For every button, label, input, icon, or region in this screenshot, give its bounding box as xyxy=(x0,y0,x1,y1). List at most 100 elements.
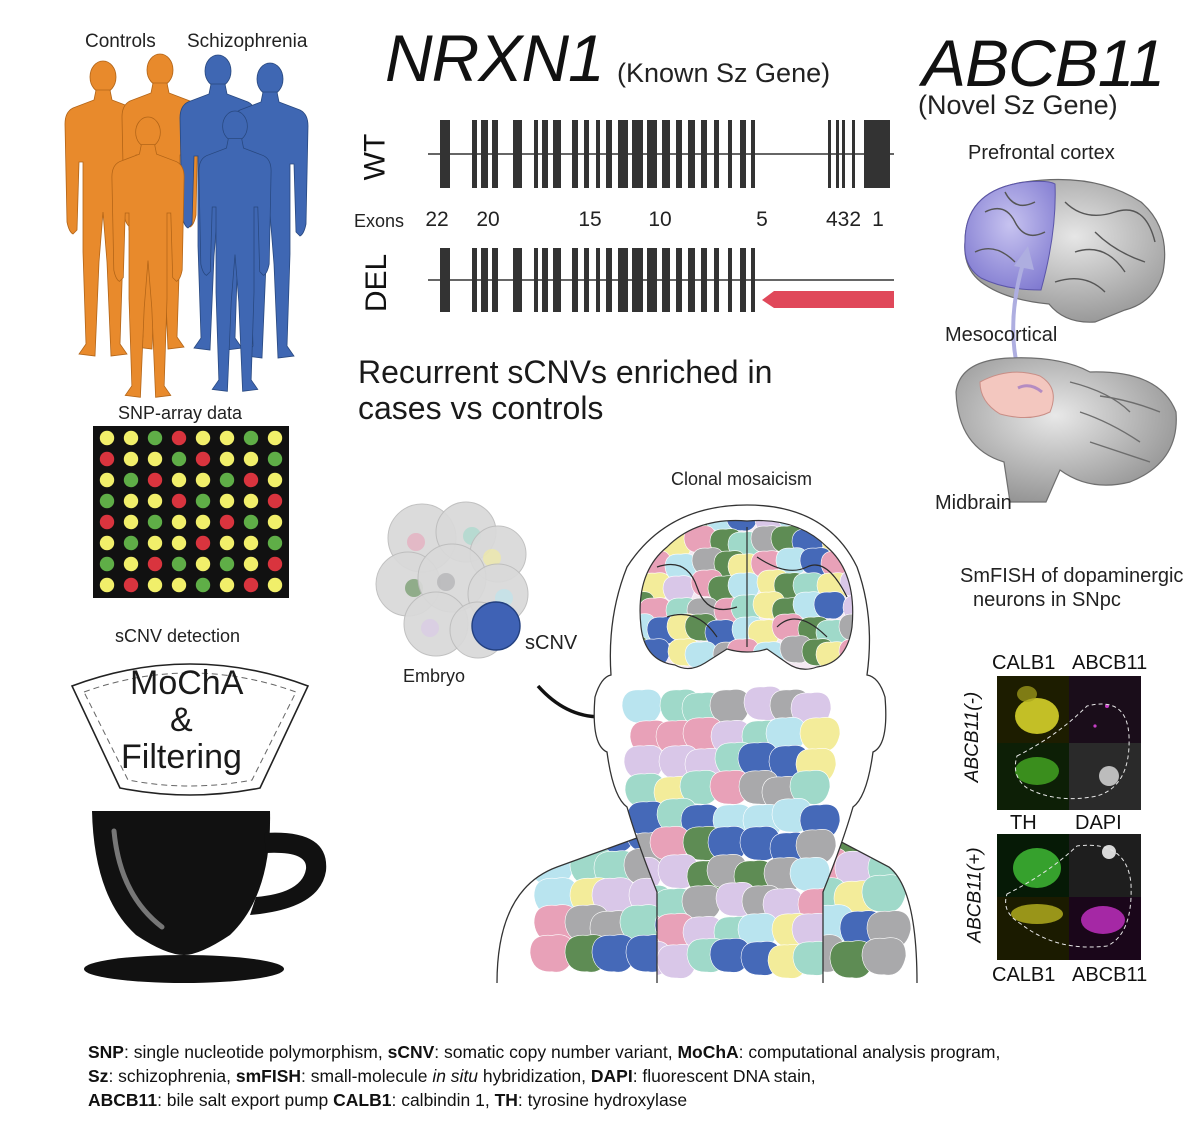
legend-desc-abcb11: : bile salt export pump xyxy=(157,1090,334,1110)
legend-term-mocha: MoChA xyxy=(677,1042,739,1062)
body-mosaic-patch xyxy=(529,827,575,853)
legend-term-sz: Sz xyxy=(88,1066,109,1086)
snp-dot xyxy=(171,430,187,446)
snp-dot xyxy=(99,430,115,446)
wt-exon xyxy=(647,120,657,188)
exon-number: 432 xyxy=(826,208,862,231)
snp-dot xyxy=(267,493,283,509)
wt-exon xyxy=(481,120,488,188)
snp-dot xyxy=(219,472,235,488)
snp-dot xyxy=(123,535,139,551)
neck-mosaic-patch xyxy=(621,689,663,724)
wt-exon xyxy=(472,120,477,188)
snp-dot xyxy=(123,472,139,488)
wt-exon xyxy=(572,120,578,188)
snp-dot xyxy=(195,493,211,509)
snp-dot xyxy=(243,556,259,572)
snp-dot xyxy=(171,556,187,572)
snp-dot xyxy=(171,493,187,509)
coffee-cup-icon xyxy=(84,811,327,983)
th-label: TH xyxy=(1010,812,1037,834)
wt-track-label: WT xyxy=(358,133,392,181)
body-mosaic-patch xyxy=(564,827,610,853)
wt-exon xyxy=(596,120,600,188)
del-track-label: DEL xyxy=(360,253,394,313)
mesocortical-label: Mesocortical xyxy=(945,324,1058,346)
snp-array-title: SNP-array data xyxy=(118,403,243,423)
wt-exon xyxy=(584,120,589,188)
legend-term-snp: SNP xyxy=(88,1042,124,1062)
nrxn1-gene-title: NRXN1 xyxy=(385,21,605,95)
summary-line-2: cases vs controls xyxy=(358,390,604,426)
snp-dot xyxy=(99,535,115,551)
ampersand-label: & xyxy=(170,701,193,739)
legend-term-smfish: smFISH xyxy=(235,1066,302,1086)
abcb11-gene-title: ABCB11 xyxy=(922,26,1165,100)
cell-nucleus xyxy=(437,573,455,591)
snp-array-grid xyxy=(93,426,289,598)
wt-exon xyxy=(606,120,612,188)
snp-dot xyxy=(147,556,163,572)
del-exon xyxy=(701,248,707,312)
wt-exon xyxy=(688,120,695,188)
del-exon xyxy=(596,248,600,312)
wt-exon xyxy=(513,120,522,188)
del-exon xyxy=(714,248,719,312)
brain-mosaic-patch xyxy=(813,591,847,620)
snp-dot xyxy=(171,451,187,467)
smfish-negative-panel xyxy=(997,676,1141,810)
midbrain-label: Midbrain xyxy=(935,492,1012,514)
legend-line-1: SNP: single nucleotide polymorphism, sCN… xyxy=(88,1040,1168,1064)
del-exon xyxy=(676,248,682,312)
wt-exon xyxy=(836,120,839,188)
snp-dot xyxy=(267,472,283,488)
abcb11-gene-note: (Novel Sz Gene) xyxy=(918,90,1118,120)
midbrain-illustration xyxy=(955,357,1177,503)
legend-desc-th: : tyrosine hydroxylase xyxy=(517,1090,688,1110)
legend-term-abcb11: ABCB11 xyxy=(88,1090,158,1110)
smfish-positive-panel xyxy=(997,834,1141,960)
snp-dot xyxy=(219,514,235,530)
del-exon xyxy=(572,248,578,312)
wt-exon xyxy=(534,120,538,188)
snp-dot xyxy=(99,451,115,467)
del-exon xyxy=(632,248,643,312)
snp-dot xyxy=(267,577,283,593)
snp-dot xyxy=(267,451,283,467)
wt-exon xyxy=(740,120,746,188)
snp-dot xyxy=(195,535,211,551)
smfish-title-line-1: SmFISH of dopaminergic xyxy=(960,565,1184,587)
snp-dot xyxy=(195,577,211,593)
scnv-cell-label: sCNV xyxy=(525,632,578,654)
del-exon-track xyxy=(428,248,894,312)
snp-dot xyxy=(219,451,235,467)
summary-line-1: Recurrent sCNVs enriched in xyxy=(358,354,773,390)
embryo-cell-cluster xyxy=(375,501,529,659)
snp-dot xyxy=(195,451,211,467)
wt-exon xyxy=(492,120,498,188)
legend-line-3: ABCB11: bile salt export pump CALB1: cal… xyxy=(88,1088,1168,1112)
del-exon xyxy=(440,248,450,312)
embryo-label: Embryo xyxy=(403,666,466,686)
wt-exon xyxy=(618,120,628,188)
snp-dot xyxy=(123,556,139,572)
snp-dot xyxy=(195,430,211,446)
wt-exon xyxy=(542,120,548,188)
del-exon xyxy=(606,248,612,312)
abcb11-negative-label: ABCB11(-) xyxy=(962,691,984,783)
wt-exon xyxy=(864,120,890,188)
bottom-abcb11-label: ABCB11 xyxy=(1072,964,1148,986)
nrxn1-gene-note: (Known Sz Gene) xyxy=(617,58,831,88)
snp-dot xyxy=(99,577,115,593)
wt-exon xyxy=(553,120,561,188)
schizophrenia-label: Schizophrenia xyxy=(187,31,308,52)
snp-dot xyxy=(243,430,259,446)
controls-label: Controls xyxy=(85,31,156,52)
legend-desc-dapi: : fluorescent DNA stain, xyxy=(632,1066,816,1086)
exon-number: 22 xyxy=(425,208,449,231)
legend-desc-smfish-b: hybridization, xyxy=(478,1066,591,1086)
exon-number: 10 xyxy=(648,208,672,231)
snp-dot xyxy=(99,556,115,572)
del-exon xyxy=(647,248,657,312)
snp-dot xyxy=(195,472,211,488)
